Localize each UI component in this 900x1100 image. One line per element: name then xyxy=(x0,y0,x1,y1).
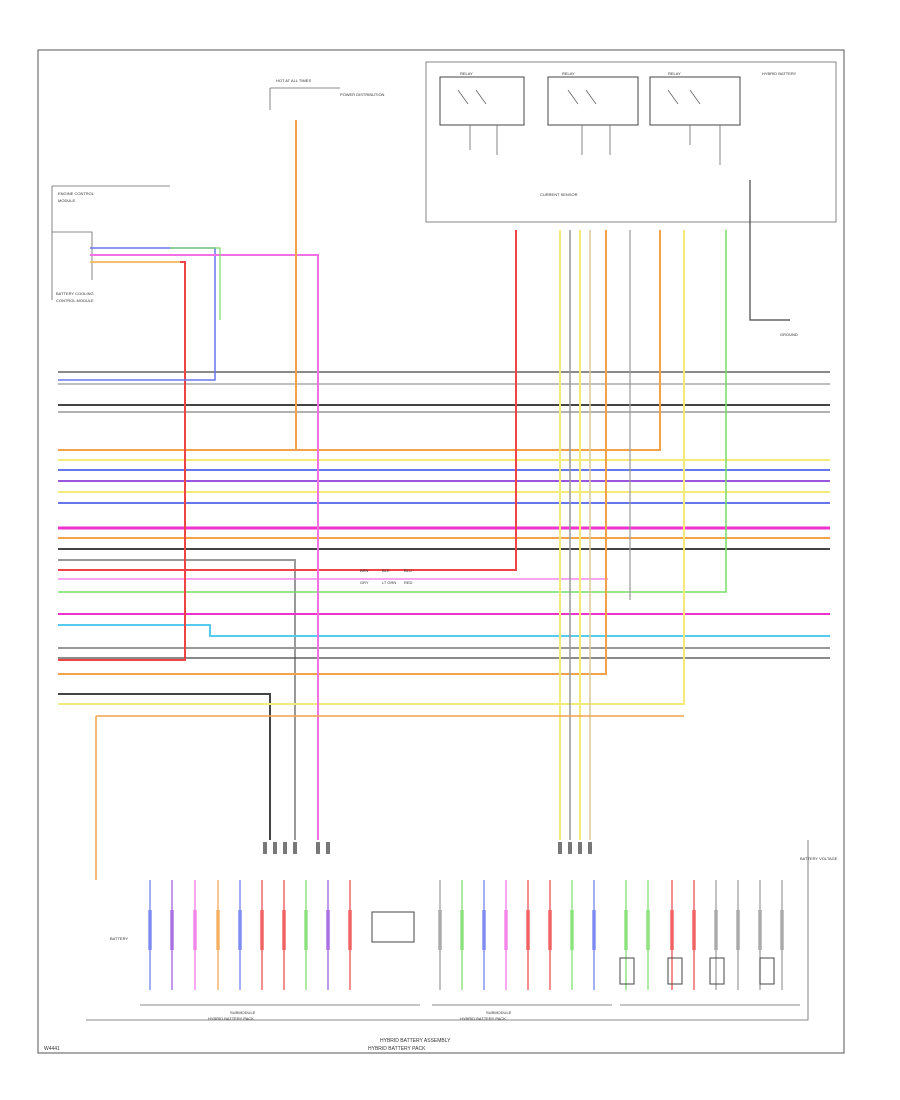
bottom-fuse-19 xyxy=(646,910,650,950)
svg-text:ENGINE CONTROL: ENGINE CONTROL xyxy=(58,191,95,196)
wire-green-28 xyxy=(170,247,221,320)
bottom-fuse-2 xyxy=(193,910,197,950)
relay-2-label: RELAY xyxy=(562,71,575,76)
bottom-assembly: BATTERY SUBMODULE HYBRID BATTERY PACK SU… xyxy=(44,332,838,1052)
bottom-fuse-24 xyxy=(758,910,762,950)
wire-blue-25 xyxy=(58,247,216,381)
bottom-fuse-15 xyxy=(548,910,552,950)
battery-sensor-4 xyxy=(759,957,775,985)
left-module: ENGINE CONTROL MODULE BATTERY COOLING CO… xyxy=(51,185,170,303)
wire-orange-22 xyxy=(58,230,607,675)
connector-pin-9 xyxy=(588,842,592,854)
connector-pin-0 xyxy=(263,842,267,854)
bottom-fuse-10 xyxy=(438,910,442,950)
connector-pin-4 xyxy=(316,842,320,854)
bottom-fuse-25 xyxy=(780,910,784,950)
relay-2 xyxy=(547,76,639,126)
bottom-fuse-3 xyxy=(216,910,220,950)
bottom-fuse-23 xyxy=(736,910,740,950)
wire-red-14 xyxy=(58,230,517,571)
svg-text:HYBRID BATTERY PACK: HYBRID BATTERY PACK xyxy=(460,1016,506,1021)
svg-text:BLU: BLU xyxy=(404,568,412,573)
bottom-fuse-7 xyxy=(304,910,308,950)
svg-text:HOT AT ALL TIMES: HOT AT ALL TIMES xyxy=(276,78,311,83)
wire-orange-4 xyxy=(58,230,661,451)
relay-note-right: HYBRID BATTERY xyxy=(762,71,797,76)
svg-text:SUBMODULE: SUBMODULE xyxy=(230,1010,256,1015)
svg-text:HYBRID BATTERY PACK: HYBRID BATTERY PACK xyxy=(208,1016,254,1021)
svg-text:BATTERY: BATTERY xyxy=(110,936,128,941)
bottom-fuse-16 xyxy=(570,910,574,950)
svg-text:BATTERY VOLTAGE: BATTERY VOLTAGE xyxy=(800,856,838,861)
bottom-fuse-4 xyxy=(238,910,242,950)
bottom-fuse-17 xyxy=(592,910,596,950)
svg-text:BRN: BRN xyxy=(360,568,369,573)
svg-text:LT GRN: LT GRN xyxy=(382,580,396,585)
relay-3 xyxy=(649,76,741,126)
relay-1-label: RELAY xyxy=(460,71,473,76)
current-sensor-label: CURRENT SENSOR xyxy=(540,192,578,197)
svg-text:SUBMODULE: SUBMODULE xyxy=(486,1010,512,1015)
svg-text:POWER DISTRIBUTION: POWER DISTRIBUTION xyxy=(340,92,385,97)
svg-text:BATTERY COOLING: BATTERY COOLING xyxy=(56,291,94,296)
connector-pin-6 xyxy=(558,842,562,854)
bottom-fuse-13 xyxy=(504,910,508,950)
bottom-fuse-11 xyxy=(460,910,464,950)
battery-sensor-1 xyxy=(619,957,635,985)
connector-pin-5 xyxy=(326,842,330,854)
wire-green-16 xyxy=(58,230,727,593)
bottom-fuse-1 xyxy=(170,910,174,950)
bottom-fuse-22 xyxy=(714,910,718,950)
wire-yellow-24 xyxy=(58,230,685,705)
top-fuse: HOT AT ALL TIMES POWER DISTRIBUTION xyxy=(269,78,385,110)
wire-gray-13 xyxy=(58,559,296,840)
sub-connector-left xyxy=(371,911,415,943)
svg-text:MODULE: MODULE xyxy=(58,198,75,203)
bottom-fuse-6 xyxy=(282,910,286,950)
relay-1 xyxy=(439,76,525,126)
connector-pin-2 xyxy=(283,842,287,854)
relay-group: RELAY RELAY RELAY HYBRID BATTERY CURRENT… xyxy=(425,61,837,223)
svg-text:RED: RED xyxy=(404,580,413,585)
bottom-fuse-21 xyxy=(692,910,696,950)
bottom-fuse-20 xyxy=(670,910,674,950)
connector-pin-7 xyxy=(568,842,572,854)
bottom-fuse-18 xyxy=(624,910,628,950)
bottom-fuse-5 xyxy=(260,910,264,950)
wire-pink-26 xyxy=(90,254,319,840)
page-id: W4441 xyxy=(44,1046,60,1052)
svg-text:CONTROL MODULE: CONTROL MODULE xyxy=(56,298,94,303)
bottom-fuse-12 xyxy=(482,910,486,950)
wire-lightblue-18 xyxy=(58,624,830,637)
svg-text:HYBRID BATTERY ASSEMBLY: HYBRID BATTERY ASSEMBLY xyxy=(380,1038,451,1044)
bottom-fuse-8 xyxy=(326,910,330,950)
bottom-fuse-0 xyxy=(148,910,152,950)
svg-text:GRY: GRY xyxy=(360,580,369,585)
battery-sensor-2 xyxy=(667,957,683,985)
svg-text:HYBRID BATTERY PACK: HYBRID BATTERY PACK xyxy=(368,1046,426,1052)
battery-sensor-3 xyxy=(709,957,725,985)
wire-black-35 xyxy=(749,180,790,321)
connector-pin-8 xyxy=(578,842,582,854)
center-splice-table: BRN BLK BLU GRY LT GRN RED xyxy=(360,568,413,585)
connector-pin-3 xyxy=(293,842,297,854)
bottom-fuse-14 xyxy=(526,910,530,950)
relay-3-label: RELAY xyxy=(668,71,681,76)
wire-layer xyxy=(58,120,830,990)
svg-text:GROUND: GROUND xyxy=(780,332,798,337)
connector-pin-1 xyxy=(273,842,277,854)
svg-text:BLK: BLK xyxy=(382,568,390,573)
wire-black-23 xyxy=(58,693,271,840)
bottom-fuse-9 xyxy=(348,910,352,950)
diagram-frame xyxy=(37,49,845,1054)
